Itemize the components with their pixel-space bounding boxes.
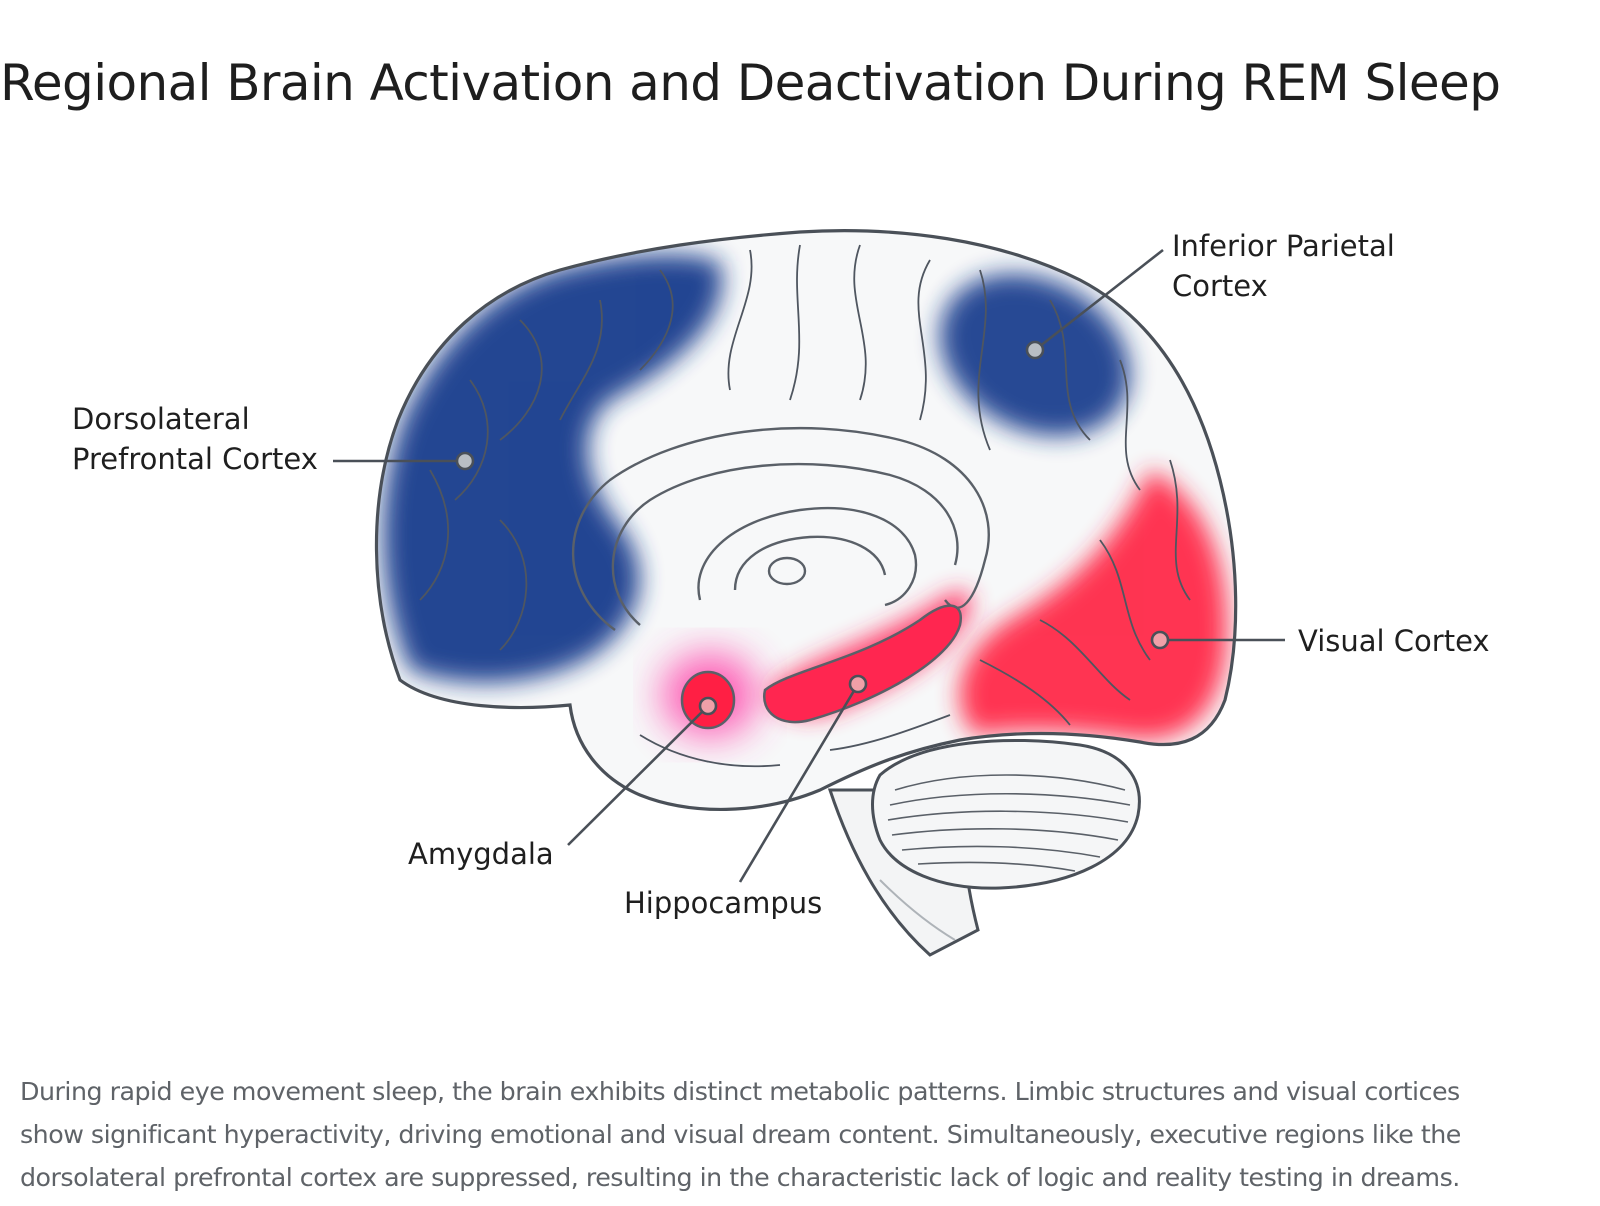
- leader-lines: [333, 248, 1285, 883]
- visual-activation-zone: [959, 470, 1228, 740]
- dlpfc-marker: [455, 451, 475, 471]
- markers: [455, 340, 1170, 716]
- sulci: [419, 244, 1191, 768]
- label-hippocampus: Hippocampus: [624, 886, 822, 920]
- label-ipc-line1: Inferior Parietal: [1172, 229, 1395, 263]
- limbic-structures: [680, 604, 963, 730]
- ipc-marker: [1025, 340, 1045, 360]
- caption: During rapid eye movement sleep, the bra…: [20, 1070, 1580, 1199]
- visual-marker: [1150, 630, 1170, 650]
- hippocampus-marker: [848, 674, 868, 694]
- amygdala-marker: [698, 696, 718, 716]
- caption-line-1: During rapid eye movement sleep, the bra…: [20, 1077, 1460, 1106]
- label-ipc-line2: Cortex: [1172, 269, 1268, 303]
- page-title: Regional Brain Activation and Deactivati…: [0, 54, 1501, 112]
- label-visual-cortex: Visual Cortex: [1298, 624, 1490, 658]
- caption-line-3: dorsolateral prefrontal cortex are suppr…: [20, 1163, 1460, 1192]
- label-dlpfc-line2: Prefrontal Cortex: [72, 442, 318, 476]
- dlpfc-deactivation-zone: [383, 254, 723, 683]
- label-amygdala: Amygdala: [408, 837, 554, 871]
- medial-structures: [571, 426, 990, 631]
- cerebrum-outline: [374, 229, 1238, 811]
- cerebellum: [871, 738, 1141, 890]
- label-dlpfc-line1: Dorsolateral: [72, 402, 250, 436]
- caption-line-2: show significant hyperactivity, driving …: [20, 1120, 1461, 1149]
